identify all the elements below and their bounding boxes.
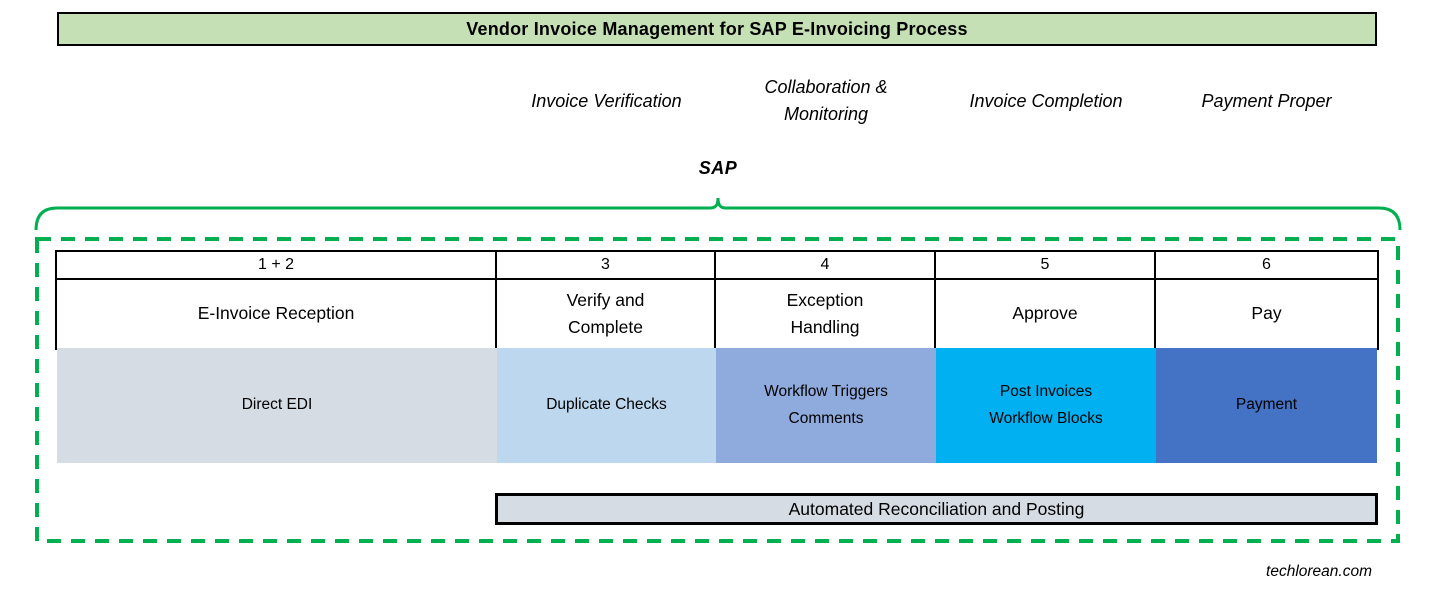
step-number-cell: 6 [1156,252,1377,280]
step-name-cell: Exception Handling [716,280,936,348]
watermark: techlorean.com [1266,563,1372,580]
sap-label: SAP [698,158,738,178]
step-detail-row: Direct EDI Duplicate Checks Workflow Tri… [57,348,1377,463]
step-name-cell: Approve [936,280,1156,348]
sap-brace-icon [34,197,1402,231]
phase-header-collaboration-monitoring: Collaboration & Monitoring [764,77,888,124]
process-table: 1 + 2 3 4 5 6 E-Invoice Reception Verify… [55,250,1379,350]
step-detail-cell: Post Invoices Workflow Blocks [936,348,1156,463]
step-detail-cell: Payment [1156,348,1377,463]
step-detail-cell: Direct EDI [57,348,497,463]
page-title: Vendor Invoice Management for SAP E-Invo… [466,18,968,39]
step-name-cell: Verify and Complete [497,280,716,348]
phase-header-invoice-completion: Invoice Completion [969,90,1123,111]
step-number-cell: 5 [936,252,1156,280]
title-banner: Vendor Invoice Management for SAP E-Invo… [57,12,1377,46]
step-number-cell: 4 [716,252,936,280]
process-boundary-dashed-border [35,237,1400,543]
step-name-cell: Pay [1251,303,1282,324]
step-name-cell: E-Invoice Reception [57,280,497,348]
phase-header-payment-proper: Payment Proper [1201,90,1332,111]
step-detail-cell: Workflow Triggers Comments [716,348,936,463]
phase-header-invoice-verification: Invoice Verification [531,90,682,111]
step-detail-cell: Duplicate Checks [497,348,716,463]
step-number-cell: 1 + 2 [57,252,497,280]
step-number-cell: 3 [497,252,716,280]
automation-bar: Automated Reconciliation and Posting [495,493,1378,525]
